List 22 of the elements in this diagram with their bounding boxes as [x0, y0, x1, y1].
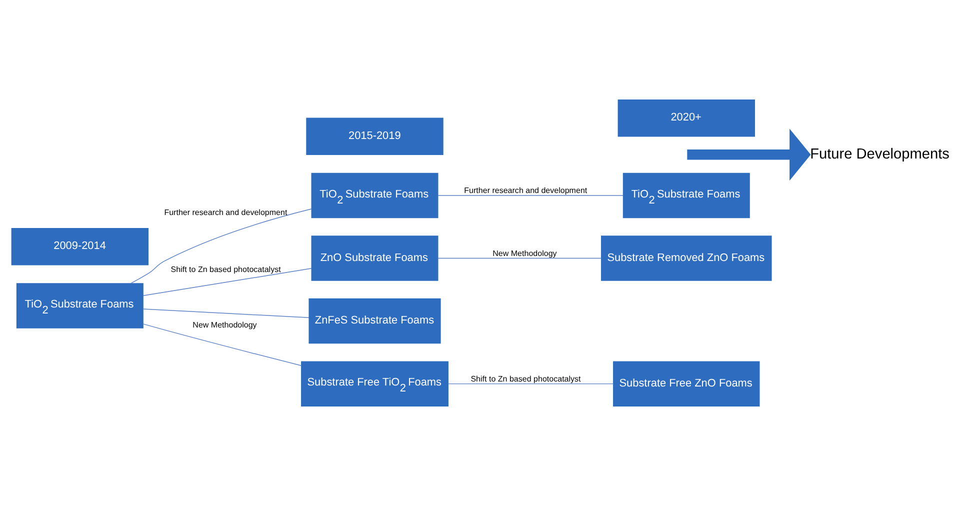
node-box: Substrate Free ZnO Foams: [613, 361, 760, 406]
node-box: Substrate Removed ZnO Foams: [601, 236, 772, 281]
edge-label: New Methodology: [492, 248, 557, 258]
node-box: 2015-2019: [306, 118, 444, 156]
node-box: 2009-2014: [11, 228, 149, 266]
edge-label: Shift to Zn based photocatalyst: [470, 374, 581, 384]
connector: [142, 308, 310, 318]
connector: [142, 324, 302, 366]
connector: [130, 208, 312, 284]
edge-label: Further research and development: [164, 208, 288, 218]
node-text: Future Developments: [810, 146, 950, 162]
node-box: ZnFeS Substrate Foams: [308, 298, 441, 344]
edge-label: New Methodology: [192, 320, 257, 330]
connector: [438, 258, 602, 259]
arrow: [687, 128, 811, 181]
node-box: 2020+: [618, 100, 755, 137]
connector: [438, 195, 624, 196]
edge-label: Further research and development: [464, 186, 588, 196]
node-box: ZnO Substrate Foams: [311, 236, 438, 281]
edge-label: Shift to Zn based photocatalyst: [170, 265, 281, 274]
connector: [448, 383, 614, 384]
connector: [142, 268, 312, 296]
